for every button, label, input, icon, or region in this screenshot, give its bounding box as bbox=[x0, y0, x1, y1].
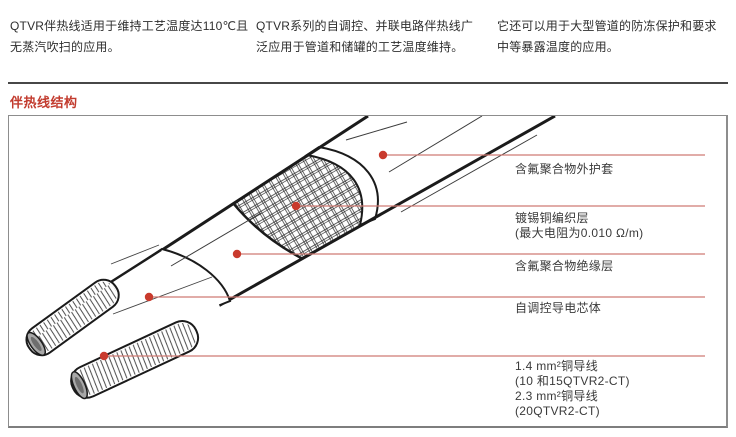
intro-1-line-1: QTVR伴热线适用于维持工艺温度达110℃且 bbox=[10, 19, 249, 33]
dot-buswire bbox=[99, 351, 109, 361]
label-core: 自调控导电芯体 bbox=[515, 301, 601, 316]
cable-top-edge bbox=[158, 116, 369, 254]
cable-bottom-edge bbox=[161, 116, 556, 350]
jacket-highlight-lines bbox=[345, 116, 538, 213]
leader-lines bbox=[108, 154, 705, 357]
label-buswire-line-4: (20QTVR2-CT) bbox=[515, 404, 600, 418]
label-jacket: 含氟聚合物外护套 bbox=[515, 162, 613, 177]
intro-paragraph-3: 它还可以用于大型管道的防冻保护和要求 中等暴露温度的应用。 bbox=[497, 16, 733, 58]
label-insulation-line-1: 含氟聚合物绝缘层 bbox=[515, 259, 614, 273]
conductor-upper bbox=[25, 278, 120, 357]
label-buswire-line-3: 2.3 mm²铜导线 bbox=[515, 389, 599, 403]
core-top-edge bbox=[102, 248, 162, 289]
intro-paragraph-2: QTVR系列的自调控、并联电路伴热线广 泛应用于管道和储罐的工艺温度维持。 bbox=[256, 16, 492, 58]
label-core-line-1: 自调控导电芯体 bbox=[515, 301, 602, 315]
label-insulation: 含氟聚合物绝缘层 bbox=[515, 259, 613, 274]
label-buswire-line-2: (10 和15QTVR2-CT) bbox=[515, 374, 630, 388]
intro-3-line-2: 中等暴露温度的应用。 bbox=[497, 40, 620, 54]
cable-structure-diagram: 含氟聚合物外护套 镀锡铜编织层 (最大电阻为0.010 Ω/m) 含氟聚合物绝缘… bbox=[8, 115, 728, 428]
intro-2-line-1: QTVR系列的自调控、并联电路伴热线广 bbox=[256, 19, 474, 33]
dot-jacket bbox=[378, 150, 388, 160]
section-title: 伴热线结构 bbox=[10, 95, 78, 110]
intro-paragraph-1: QTVR伴热线适用于维持工艺温度达110℃且 无蒸汽吹扫的应用。 bbox=[10, 16, 250, 58]
insulation-highlight-line bbox=[170, 212, 262, 267]
conductor-lower bbox=[70, 320, 200, 400]
cable-illustration bbox=[25, 116, 705, 400]
intro-2-line-2: 泛应用于管道和储罐的工艺温度维持。 bbox=[256, 40, 464, 54]
dot-braid bbox=[291, 201, 301, 211]
label-braid-line-1: 镀锡铜编织层 bbox=[515, 211, 589, 225]
label-jacket-line-1: 含氟聚合物外护套 bbox=[515, 162, 614, 176]
dot-core bbox=[144, 292, 154, 302]
label-buswire: 1.4 mm²铜导线 (10 和15QTVR2-CT) 2.3 mm²铜导线 (… bbox=[515, 359, 630, 419]
label-braid: 镀锡铜编织层 (最大电阻为0.010 Ω/m) bbox=[515, 211, 643, 241]
dot-insulation bbox=[232, 249, 242, 259]
core-highlight-lines bbox=[110, 244, 213, 315]
callout-dots bbox=[99, 150, 388, 361]
label-braid-line-2: (最大电阻为0.010 Ω/m) bbox=[515, 226, 644, 240]
intro-3-line-1: 它还可以用于大型管道的防冻保护和要求 bbox=[497, 19, 717, 33]
section-rule bbox=[8, 82, 728, 84]
label-buswire-line-1: 1.4 mm²铜导线 bbox=[515, 359, 599, 373]
intro-1-line-2: 无蒸汽吹扫的应用。 bbox=[10, 40, 120, 54]
